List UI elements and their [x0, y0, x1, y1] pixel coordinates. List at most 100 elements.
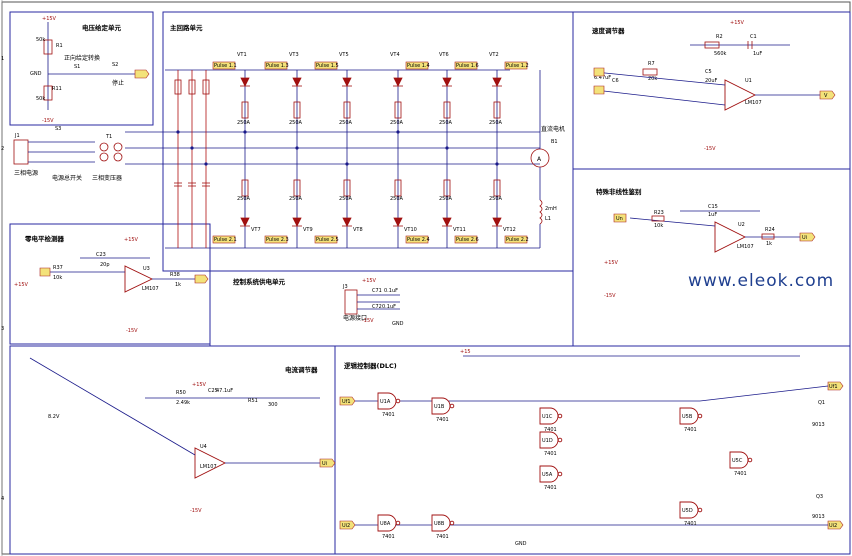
thyristor: VT11 — [442, 217, 466, 233]
svg-text:Ui2: Ui2 — [342, 523, 350, 529]
thyristor: VT8 — [342, 217, 363, 233]
svg-text:+15V: +15V — [604, 260, 619, 266]
svg-text:U3: U3 — [143, 266, 150, 272]
pulse-tag: Pulse 2.5 — [314, 235, 339, 244]
gate-label: U5A — [542, 472, 553, 478]
fuse-value: 250A — [289, 196, 303, 202]
thyristor: VT7 — [240, 217, 261, 233]
input-supply: J1 三相电源 S3 电源总开关 T1 三相变压器 — [13, 126, 165, 182]
svg-text:Pulse 2.2: Pulse 2.2 — [506, 237, 529, 243]
title-zero-level: 零电平检测器 — [24, 234, 65, 243]
fuse-value: 250A — [439, 120, 453, 126]
svg-text:Pulse 2.6: Pulse 2.6 — [456, 237, 479, 243]
gate-label: U1C — [542, 414, 553, 420]
svg-text:47.1uF: 47.1uF — [216, 388, 233, 394]
svg-text:Uf1: Uf1 — [342, 399, 351, 405]
svg-text:1uF: 1uF — [708, 212, 717, 218]
gate-part: 7401 — [382, 412, 395, 418]
svg-text:三相电源: 三相电源 — [14, 169, 38, 177]
svg-text:三相变压器: 三相变压器 — [92, 174, 122, 182]
svg-text:+15V: +15V — [192, 382, 207, 388]
svg-text:4: 4 — [1, 496, 4, 502]
gate-part: 7401 — [436, 534, 449, 540]
title-ctrl-power: 控制系统供电单元 — [233, 277, 286, 286]
fuse — [493, 101, 501, 119]
thyristor-label: VT4 — [390, 52, 400, 58]
svg-text:Pulse 1.3: Pulse 1.3 — [266, 63, 289, 69]
svg-text:Pulse 2.4: Pulse 2.4 — [407, 237, 430, 243]
svg-text:2.49k: 2.49k — [176, 400, 190, 406]
thyristor-label: VT2 — [489, 52, 499, 58]
thyristor-label: VT5 — [339, 52, 349, 58]
svg-text:C71: C71 — [372, 288, 382, 294]
svg-text:+15V: +15V — [42, 16, 57, 22]
snubber-resistor — [174, 79, 182, 95]
fuse-value: 250A — [489, 120, 503, 126]
svg-text:-15V: -15V — [190, 508, 202, 514]
fuse-value: 250A — [237, 196, 251, 202]
gate-label: U8B — [434, 521, 445, 527]
svg-text:1k: 1k — [175, 282, 181, 288]
fuse — [241, 101, 249, 119]
gate-part: 7401 — [382, 534, 395, 540]
svg-text:C5: C5 — [705, 69, 712, 75]
fuse-value: 250A — [339, 120, 353, 126]
svg-text:-15V: -15V — [704, 146, 716, 152]
svg-text:2mH: 2mH — [545, 206, 557, 212]
svg-text:S1: S1 — [74, 64, 80, 70]
svg-text:1: 1 — [1, 56, 4, 62]
gate-label: U5B — [682, 414, 693, 420]
pulse-tag: Pulse 2.2 — [504, 235, 529, 244]
svg-text:C72: C72 — [372, 304, 382, 310]
svg-text:50k: 50k — [36, 37, 45, 43]
thyristor: VT3 — [289, 52, 302, 87]
svg-text:20k: 20k — [648, 76, 657, 82]
thyristor-label: VT6 — [439, 52, 449, 58]
svg-text:10k: 10k — [654, 223, 663, 229]
pulse-tag: Pulse 1.6 — [454, 61, 479, 70]
gate-part: 7401 — [544, 451, 557, 457]
fuse — [443, 101, 451, 119]
gate-label: U1A — [380, 399, 391, 405]
section-frames — [9, 11, 851, 555]
thyristor-label: VT12 — [503, 227, 516, 233]
svg-text:T1: T1 — [105, 134, 112, 140]
svg-text:Pulse 1.2: Pulse 1.2 — [506, 63, 529, 69]
svg-text:-15V: -15V — [604, 293, 616, 299]
svg-text:20p: 20p — [100, 262, 110, 268]
fuse — [394, 179, 402, 197]
thyristor-label: VT11 — [453, 227, 466, 233]
gate-label: U5D — [682, 508, 693, 514]
svg-text:GND: GND — [30, 71, 42, 77]
svg-text:U2: U2 — [738, 222, 745, 228]
svg-text:8.2V: 8.2V — [48, 414, 60, 420]
svg-text:Pulse 1.1: Pulse 1.1 — [214, 63, 237, 69]
fuse-value: 250A — [390, 120, 404, 126]
svg-text:+15V: +15V — [730, 20, 745, 26]
logic-gate: U8B 7401 — [431, 514, 455, 540]
svg-text:C23: C23 — [96, 252, 106, 258]
fuse — [241, 179, 249, 197]
gate-label: U1B — [434, 404, 445, 410]
pulse-tag: Pulse 2.6 — [454, 235, 479, 244]
svg-text:R37: R37 — [53, 265, 63, 271]
zero-level-detector: +15V U3 LM107 C23 20p R37 10k R38 1k -15… — [14, 237, 209, 334]
svg-text:L1: L1 — [545, 216, 551, 222]
svg-text:R38: R38 — [170, 272, 180, 278]
svg-text:A: A — [537, 156, 542, 163]
svg-text:U1: U1 — [745, 78, 752, 84]
svg-text:50k: 50k — [36, 96, 45, 102]
fuse — [394, 101, 402, 119]
svg-text:Ui: Ui — [802, 235, 807, 241]
nonlinear-detector: U2 LM107 C15 1uF R23 10k R24 1k Ui Un +1… — [604, 204, 816, 299]
svg-text:Un: Un — [616, 216, 623, 222]
svg-text:R23: R23 — [654, 210, 664, 216]
